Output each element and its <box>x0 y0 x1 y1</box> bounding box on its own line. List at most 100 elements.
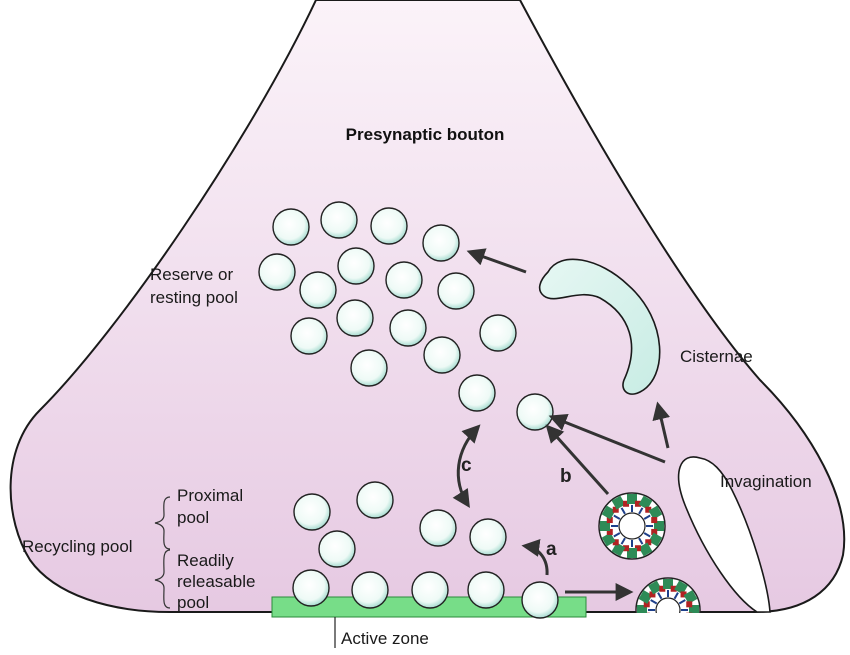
clathrin-triskelion <box>601 505 616 520</box>
adaptor-protein <box>606 517 613 524</box>
synaptic-vesicle <box>350 349 388 387</box>
proximal-pool-label-line1: Proximal <box>177 486 243 505</box>
coat-link <box>613 514 621 520</box>
reserve-pool-label-line2: resting pool <box>150 288 238 307</box>
synaptic-vesicle <box>292 569 330 607</box>
synaptic-vesicle <box>521 581 559 619</box>
clathrin-triskelion <box>674 580 688 595</box>
synaptic-vesicle <box>337 247 375 285</box>
synaptic-vesicle <box>422 224 460 262</box>
clathrin-triskelion <box>601 532 616 547</box>
synaptic-vesicle <box>258 253 296 291</box>
clathrin-triskelion <box>627 494 637 504</box>
adaptor-protein <box>634 545 641 552</box>
arrow-b <box>545 424 610 496</box>
adaptor-protein <box>606 528 613 535</box>
arrows <box>452 248 671 601</box>
adaptor-protein <box>612 539 619 546</box>
synaptic-vesicle <box>423 336 461 374</box>
clathrin-triskelion <box>689 605 699 615</box>
pathway-b-label: b <box>560 466 572 487</box>
clathrin-triskelion <box>648 505 663 520</box>
pathway-a-label: a <box>546 539 557 560</box>
adaptor-protein <box>634 500 641 507</box>
recycling-pool-label: Recycling pool <box>22 537 133 556</box>
clathrin-triskelion <box>638 495 653 510</box>
arrow-to-reserve <box>466 248 527 274</box>
clathrin-triskelion <box>663 579 673 589</box>
clathrin-triskelion <box>648 580 662 595</box>
clathrin-triskelion <box>654 521 664 531</box>
adaptor-protein <box>645 539 652 546</box>
proximal-pool-label-line2: pool <box>177 508 209 527</box>
adaptor-protein <box>670 585 677 592</box>
synaptic-vesicle <box>479 314 517 352</box>
coat-link <box>613 532 621 538</box>
synaptic-vesicle <box>293 493 331 531</box>
adaptor-protein <box>612 506 619 513</box>
clathrin-triskelion <box>627 548 637 558</box>
pathway-c-label: c <box>461 455 472 476</box>
clathrin-triskelion <box>648 532 663 547</box>
synaptic-vesicle <box>336 299 374 337</box>
coat-link <box>620 507 626 515</box>
synaptic-vesicle <box>469 518 507 556</box>
clathrin-triskelion <box>611 495 626 510</box>
coat-link <box>650 599 658 605</box>
adaptor-protein <box>651 517 658 524</box>
rrp-label-line1: Readily <box>177 551 234 570</box>
synaptic-vesicle <box>290 317 328 355</box>
clathrin-coated-pit <box>620 577 720 655</box>
synaptic-vesicle <box>299 271 337 309</box>
clathrin-triskelion <box>611 542 626 557</box>
synaptic-vesicle <box>419 509 457 547</box>
reserve-pool-label-line1: Reserve or <box>150 265 233 284</box>
synaptic-vesicle <box>351 571 389 609</box>
synaptic-vesicle <box>516 393 554 431</box>
coat-link <box>620 537 626 545</box>
adaptor-protein <box>643 601 650 608</box>
clathrin-triskelion <box>637 605 647 615</box>
coat-link <box>643 514 651 520</box>
adaptor-protein <box>680 591 687 598</box>
rrp-brace <box>154 549 171 609</box>
coat-link <box>657 592 663 600</box>
synaptic-vesicle <box>385 261 423 299</box>
synaptic-vesicle <box>318 530 356 568</box>
cisternae-label: Cisternae <box>680 347 753 366</box>
vesicle-lumen <box>618 512 646 540</box>
adaptor-protein <box>649 591 656 598</box>
extracellular-space <box>620 613 720 655</box>
synaptic-vesicle <box>437 272 475 310</box>
rrp-label-line2: releasable <box>177 572 255 591</box>
vesicle-group <box>258 201 559 619</box>
synaptic-vesicle <box>356 481 394 519</box>
active-zone-label: Active zone <box>341 629 429 648</box>
adaptor-protein <box>659 585 666 592</box>
adaptor-protein <box>651 528 658 535</box>
clathrin-coated-vesicle <box>598 492 666 560</box>
arrow-invagination-to-cisternae <box>652 401 671 449</box>
arrow-a <box>521 538 549 576</box>
invagination-membrane <box>677 456 771 613</box>
synaptic-vesicle <box>320 201 358 239</box>
synaptic-vesicle <box>411 571 449 609</box>
rrp-label-line3: pool <box>177 593 209 612</box>
invagination-label: Invagination <box>720 472 812 491</box>
synaptic-vesicle <box>458 374 496 412</box>
adaptor-protein <box>645 506 652 513</box>
diagram-title: Presynaptic bouton <box>346 125 505 144</box>
clathrin-triskelion <box>683 590 698 604</box>
adaptor-protein <box>686 601 693 608</box>
coat-link <box>678 599 686 605</box>
synaptic-vesicle <box>370 207 408 245</box>
arrow-c <box>452 424 481 509</box>
adaptor-protein <box>623 500 630 507</box>
coat-link <box>643 532 651 538</box>
coat-link <box>638 537 644 545</box>
arrow-invagination-to-vesicle <box>548 413 666 464</box>
clathrin-triskelion <box>638 590 653 604</box>
coat-link <box>638 507 644 515</box>
clathrin-triskelion <box>600 521 610 531</box>
